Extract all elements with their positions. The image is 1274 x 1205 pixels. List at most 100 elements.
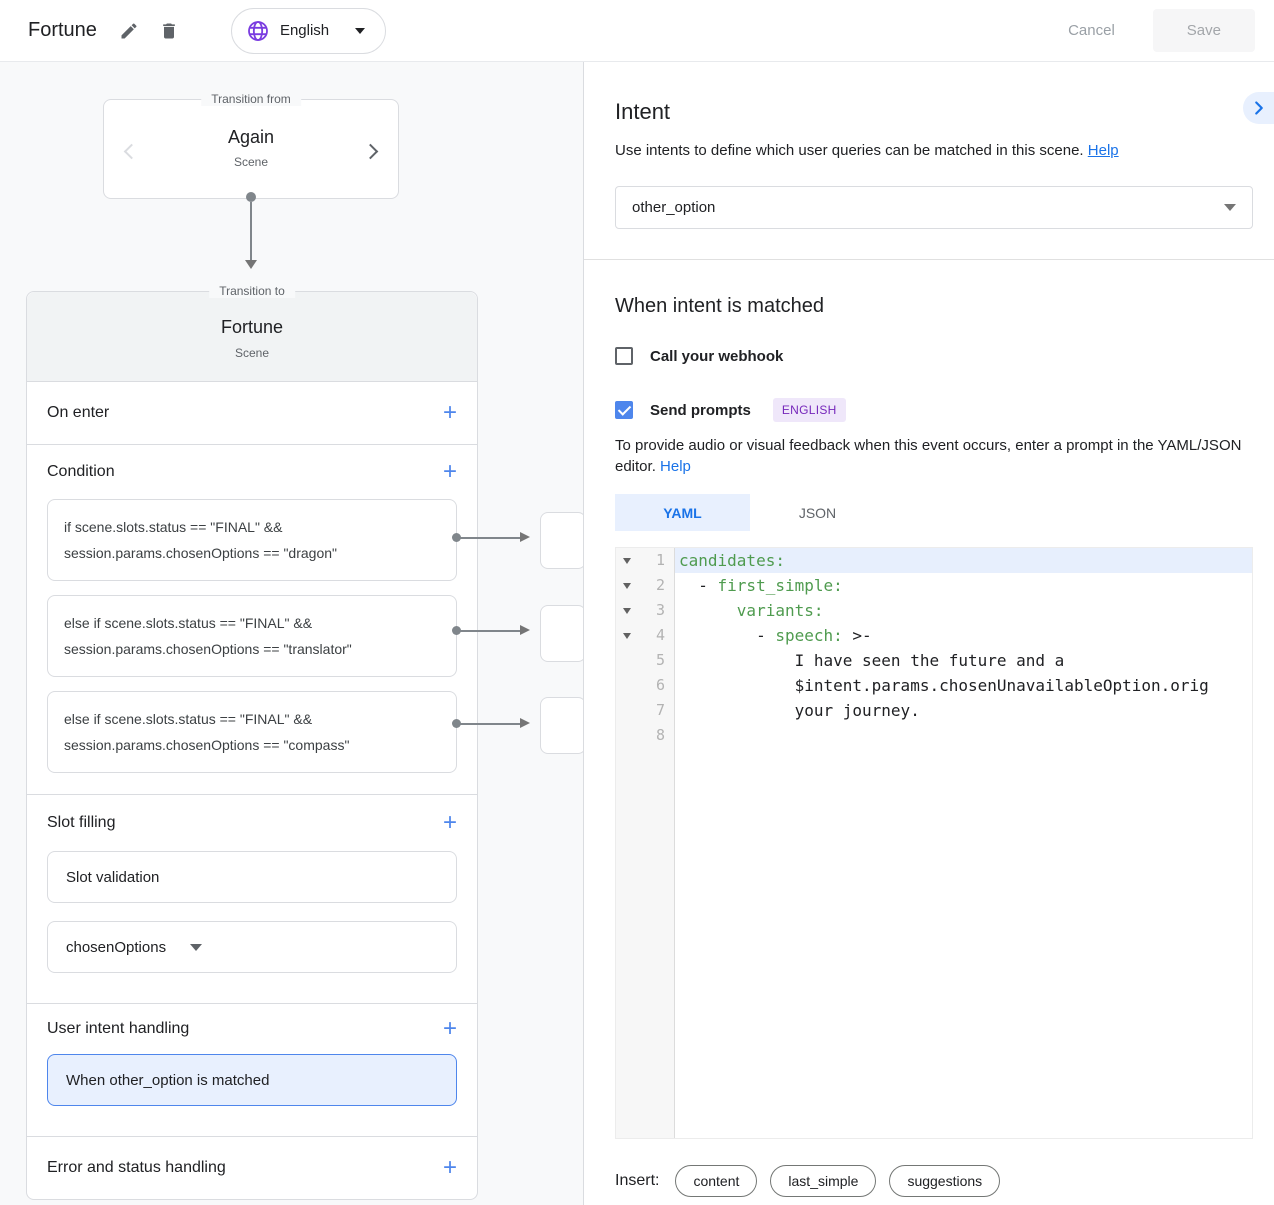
edit-title-button[interactable] <box>115 17 143 45</box>
fold-caret-icon[interactable] <box>616 557 638 564</box>
code-line: - speech: >- <box>679 626 872 645</box>
slot-validation-item[interactable]: Slot validation <box>47 851 457 903</box>
slot-name-label: chosenOptions <box>66 938 167 956</box>
section-error-handling: Error and status handling + <box>27 1136 477 1199</box>
checkmark-icon <box>617 401 631 416</box>
intent-help-link[interactable]: Help <box>1087 142 1119 159</box>
matched-section-title: When intent is matched <box>615 295 824 317</box>
intent-dropdown-value: other_option <box>632 199 716 216</box>
condition-title: Condition <box>47 463 115 480</box>
section-user-intent: User intent handling + When other_option… <box>27 1003 477 1106</box>
condition-line: else if scene.slots.status == "FINAL" && <box>64 711 313 727</box>
on-enter-title: On enter <box>47 404 110 421</box>
intent-dropdown[interactable]: other_option <box>615 186 1253 229</box>
insert-content-button[interactable]: content <box>675 1165 758 1197</box>
caret-down-icon <box>1224 204 1236 211</box>
scene-card: Transition to Fortune Scene On enter + C… <box>26 284 478 1200</box>
transition-arrow <box>245 192 257 269</box>
fold-caret-icon[interactable] <box>616 632 638 639</box>
transition-target-stub[interactable] <box>540 512 583 569</box>
scene-name: Fortune <box>220 317 284 337</box>
code-line: your journey. <box>679 701 920 720</box>
condition-line: session.params.chosenOptions == "transla… <box>64 641 352 657</box>
webhook-checkbox-row[interactable]: Call your webhook <box>615 347 1253 365</box>
intent-detail-panel: Intent Use intents to define which user … <box>584 62 1274 1205</box>
transition-target-stub[interactable] <box>540 605 583 662</box>
webhook-checkbox[interactable] <box>615 347 633 365</box>
cancel-button[interactable]: Cancel <box>1058 14 1125 47</box>
from-scene-name: Again <box>227 127 275 147</box>
condition-item-translator[interactable]: else if scene.slots.status == "FINAL" &&… <box>47 595 457 677</box>
condition-item-compass[interactable]: else if scene.slots.status == "FINAL" &&… <box>47 691 457 773</box>
condition-line: if scene.slots.status == "FINAL" && <box>64 519 283 535</box>
editor-gutter: 1 2 3 4 5 6 7 8 <box>616 548 675 1138</box>
language-badge: ENGLISH <box>772 398 846 422</box>
condition-line: session.params.chosenOptions == "dragon" <box>64 545 337 561</box>
section-divider <box>584 259 1274 260</box>
chevron-right-icon <box>1248 97 1270 119</box>
line-number: 2 <box>655 576 665 594</box>
panel-title: Intent <box>615 99 671 124</box>
webhook-label: Call your webhook <box>650 347 784 365</box>
line-number: 4 <box>655 626 665 644</box>
save-button[interactable]: Save <box>1152 9 1255 52</box>
insert-suggestions-button[interactable]: suggestions <box>889 1165 1001 1197</box>
prompts-label: Send prompts <box>650 401 751 419</box>
caret-down-icon <box>355 27 366 34</box>
prompts-checkbox-row[interactable]: Send prompts ENGLISH <box>615 398 1253 422</box>
intent-handler-selected[interactable]: When other_option is matched <box>47 1054 457 1106</box>
prompts-help-link[interactable]: Help <box>660 458 691 475</box>
prompts-description-text: To provide audio or visual feedback when… <box>615 437 1242 475</box>
yaml-editor[interactable]: 1 2 3 4 5 6 7 8 candidates: - first_simp… <box>615 547 1253 1139</box>
tab-yaml[interactable]: YAML <box>615 494 750 531</box>
insert-toolbar: Insert: content last_simple suggestions <box>615 1165 1253 1197</box>
page-title: Fortune <box>28 19 97 41</box>
add-slot-button[interactable]: + <box>442 809 457 836</box>
line-number: 5 <box>655 651 665 669</box>
code-line: $intent.params.chosenUnavailableOption.o… <box>679 676 1209 695</box>
intent-handler-label: When other_option is matched <box>66 1071 270 1089</box>
section-on-enter: On enter + <box>27 381 477 444</box>
transition-from-card: Transition from Again Scene <box>103 92 399 199</box>
scene-graph-panel: Transition from Again Scene Transition t… <box>0 62 584 1205</box>
line-number: 6 <box>655 676 665 694</box>
code-line: I have seen the future and a <box>679 651 1065 670</box>
globe-icon <box>246 19 270 43</box>
tab-json[interactable]: JSON <box>750 494 885 531</box>
delete-scene-button[interactable] <box>155 17 183 45</box>
scene-card-header: Transition to Fortune Scene <box>27 284 477 381</box>
fold-caret-icon[interactable] <box>616 582 638 589</box>
slot-item-chosen-options[interactable]: chosenOptions <box>47 921 457 973</box>
error-handling-title: Error and status handling <box>47 1159 226 1176</box>
add-condition-button[interactable]: + <box>442 458 457 485</box>
add-error-handler-button[interactable]: + <box>442 1154 457 1181</box>
condition-line: session.params.chosenOptions == "compass… <box>64 737 350 753</box>
from-scene-type: Scene <box>233 155 269 169</box>
transition-target-stub[interactable] <box>540 697 583 754</box>
section-condition: Condition + if scene.slots.status == "FI… <box>27 444 477 773</box>
line-number: 1 <box>655 551 665 569</box>
condition-line: else if scene.slots.status == "FINAL" && <box>64 615 313 631</box>
insert-last-simple-button[interactable]: last_simple <box>770 1165 877 1197</box>
intent-description: Use intents to define which user queries… <box>615 140 1253 161</box>
pencil-icon <box>119 21 139 41</box>
section-slot-filling: Slot filling + Slot validation chosenOpt… <box>27 794 477 973</box>
scene-type: Scene <box>234 346 270 360</box>
language-selector[interactable]: English <box>230 7 387 54</box>
condition-item-dragon[interactable]: if scene.slots.status == "FINAL" && sess… <box>47 499 457 581</box>
code-line: variants: <box>736 601 824 620</box>
user-intent-title: User intent handling <box>47 1020 190 1037</box>
add-on-enter-button[interactable]: + <box>442 399 457 426</box>
language-label: English <box>279 22 330 39</box>
caret-down-icon <box>190 943 203 951</box>
trash-icon <box>159 21 179 41</box>
prompts-checkbox[interactable] <box>615 401 633 419</box>
transition-from-legend: Transition from <box>201 92 301 106</box>
code-line: - first_simple: <box>679 576 843 595</box>
add-intent-handler-button[interactable]: + <box>442 1015 457 1042</box>
fold-caret-icon[interactable] <box>616 607 638 614</box>
editor-tabs: YAML JSON <box>615 494 1253 531</box>
code-line: candidates: <box>675 548 1252 573</box>
code-area[interactable]: candidates: - first_simple: variants: - … <box>675 548 1252 1138</box>
collapse-panel-button[interactable] <box>1243 92 1274 124</box>
